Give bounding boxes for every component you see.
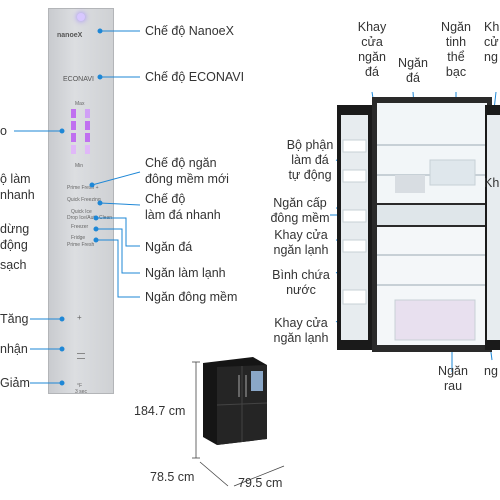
drop-ice-btn[interactable]: Drop Ice/Auto Clean (67, 215, 113, 221)
nanoex-logo: nanoeX (57, 32, 83, 39)
freezer-label: Freezer (71, 224, 89, 230)
label-cut-6: Giảm (0, 376, 30, 390)
min-label: Min (75, 163, 84, 169)
label-cut-1: o (0, 124, 7, 138)
label-cut-3b: động (0, 238, 28, 252)
quick-ice-btn[interactable]: Quick Ice (71, 209, 92, 215)
label-water-tank: Bình chứa nước (272, 268, 330, 297)
prime-fresh-label: Prime Fresh (67, 242, 95, 248)
label-tray-cool: Khay cửa ngăn lạnh (273, 228, 329, 257)
label-soft-freeze-line2: đông mềm mới (145, 172, 229, 186)
control-panel: nanoeX ECONAVI Max Min Prime Fresh + Qui… (48, 8, 114, 395)
label-soft-compartment: Ngăn đông mềm (145, 290, 238, 304)
label-soft-freeze: Ngăn cấp đông mềm (270, 196, 330, 225)
label-tray-cool-2: Khay cửa ngăn lạnh (273, 316, 329, 345)
label-fast-ice-line2: làm đá nhanh (145, 208, 221, 222)
label-soft-freeze-line1: Chế độ ngăn (145, 156, 217, 170)
label-cut-right-top: Kh cử ng (484, 20, 500, 64)
max-label: Max (75, 101, 85, 107)
fridge-closed-illustration (203, 357, 268, 445)
label-silver: Ngăn tinh thể bạc (441, 20, 471, 79)
label-econavi: Chế độ ECONAVI (145, 70, 245, 84)
minus-button[interactable]: 3 sec (75, 389, 87, 395)
led-bar-left (71, 109, 76, 159)
label-nanoex: Chế độ NanoeX (145, 24, 234, 38)
label-cut-2a: ộ làm (0, 172, 31, 186)
label-ice-compartment: Ngăn đá (145, 240, 193, 254)
label-cut-right-bottom: ng (484, 364, 498, 378)
power-led (77, 13, 85, 21)
fridge-label: Fridge (71, 235, 86, 241)
label-fast-ice-line1: Chế độ (145, 192, 186, 206)
econavi-logo: ECONAVI (63, 76, 94, 83)
dimension-depth: 78.5 cm (150, 470, 195, 484)
label-cut-3a: dừng (0, 222, 30, 236)
prime-fresh-plus-btn[interactable]: Prime Fresh + (67, 185, 99, 191)
label-cut-3c: sạch (0, 258, 27, 272)
label-vegetable: Ngăn rau (438, 364, 468, 393)
temp-unit-label: °F (77, 383, 83, 389)
dimension-height: 184.7 cm (134, 404, 186, 418)
label-ice-right: Ngăn đá (398, 56, 428, 85)
label-cut-right-mid: Kh (484, 176, 500, 190)
fridge-open-illustration (337, 97, 500, 352)
label-cut-4: Tăng (0, 312, 29, 326)
confirm-button[interactable] (77, 353, 85, 359)
dimension-width: 79.5 cm (238, 476, 283, 490)
label-auto-ice: Bộ phận làm đá tự động (286, 138, 334, 182)
label-cut-2b: nhanh (0, 188, 35, 202)
label-tray-ice: Khay cửa ngăn đá (357, 20, 387, 79)
label-cut-5: nhận (0, 342, 28, 356)
led-bar-right (85, 109, 90, 159)
plus-button[interactable]: + (77, 313, 82, 322)
quick-freezing-btn[interactable]: Quick Freezing (67, 197, 101, 203)
label-cool-compartment: Ngăn làm lạnh (145, 266, 226, 280)
